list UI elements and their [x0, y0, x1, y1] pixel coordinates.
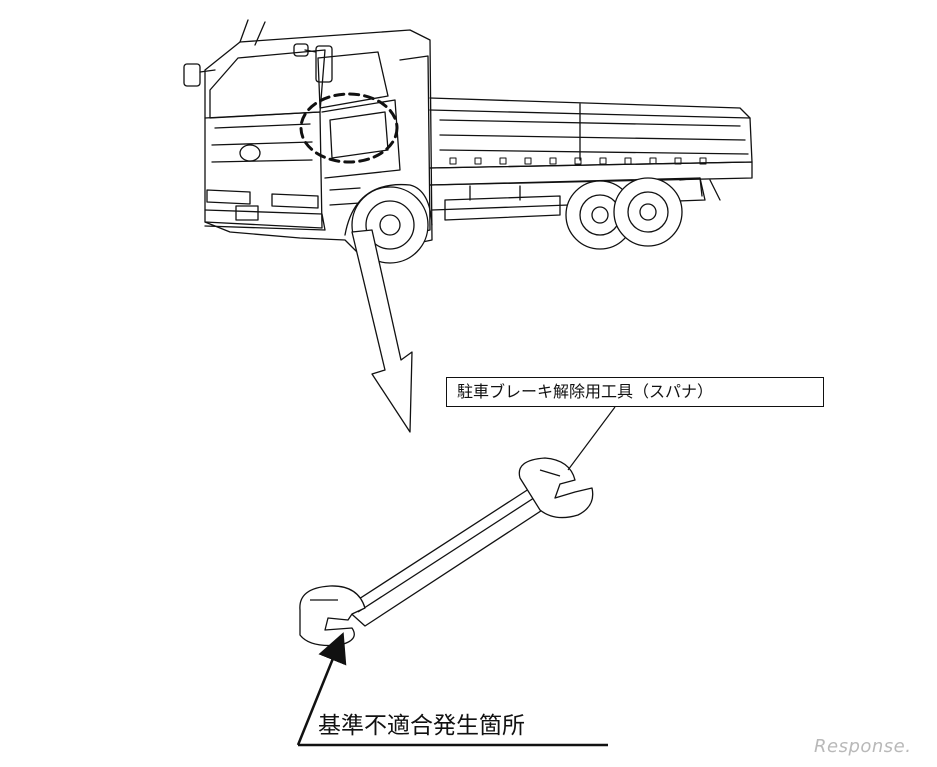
- truck-illustration: [183, 19, 753, 264]
- defect-location-label: 基準不適合発生箇所: [318, 713, 525, 739]
- defect-arrow: [296, 632, 347, 746]
- tool-label: 駐車ブレーキ解除用工具（スパナ）: [457, 382, 714, 401]
- hollow-arrow: [351, 229, 413, 433]
- wrench-illustration: [299, 457, 594, 647]
- response-watermark: Response.: [814, 736, 912, 757]
- tool-label-box: 駐車ブレーキ解除用工具（スパナ）: [446, 377, 824, 407]
- tool-leader-line: [567, 406, 616, 471]
- highlight-circle: [299, 92, 399, 164]
